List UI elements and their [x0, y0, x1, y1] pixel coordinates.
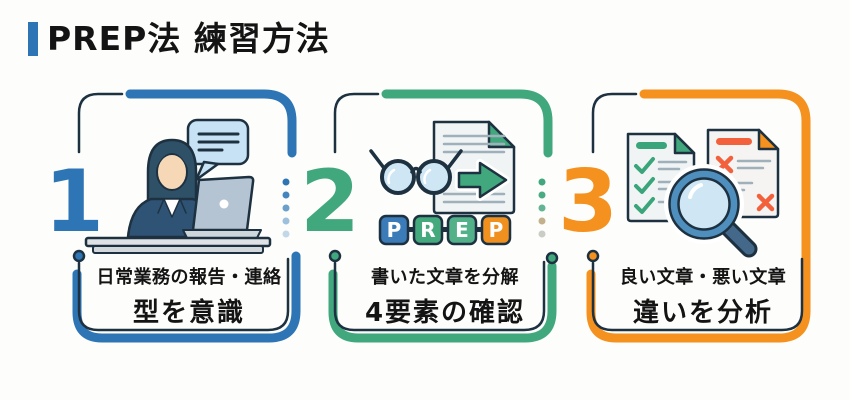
- documents-magnifier-illustration: [626, 128, 780, 258]
- dot: [282, 217, 290, 225]
- frame-top-stroke: [125, 89, 297, 158]
- dot: [282, 204, 290, 212]
- page-title: PREP法 練習方法: [47, 19, 330, 58]
- block-connector: [407, 227, 415, 232]
- progress-dots: [282, 178, 290, 238]
- step-number: 2: [300, 152, 360, 252]
- block-connector: [475, 227, 483, 232]
- step-caption-line1: 日常業務の報告・連絡: [96, 267, 282, 288]
- glasses-prep-illustration: P R E P: [369, 120, 516, 246]
- prep-block-p2: [480, 214, 512, 246]
- step-number: 1: [44, 152, 104, 252]
- step-card-2: P R E P 2 書いた文章を分解 4要素の確認: [300, 80, 560, 365]
- frame-corner-stroke: [77, 92, 124, 154]
- dot: [538, 230, 546, 238]
- dot: [538, 204, 546, 212]
- frame-node-circle: [586, 249, 600, 263]
- step-card-3: 3 良い文章・悪い文章 違いを分析: [558, 80, 818, 365]
- prep-letter-blocks: P R E P: [378, 214, 512, 246]
- frame-corner-stroke: [591, 92, 638, 154]
- frame-bottom-stroke: [328, 261, 557, 343]
- step-caption-line2: 違いを分析: [632, 298, 773, 328]
- dot: [538, 217, 546, 225]
- frame-node-circle: [328, 249, 342, 263]
- block-letter: R: [420, 218, 435, 242]
- step-caption: 良い文章・悪い文章 違いを分析: [594, 263, 812, 329]
- error-document-icon: [706, 128, 780, 219]
- step3-frame: [586, 89, 811, 343]
- prep-block-e: [446, 214, 478, 246]
- frame-outer-stroke: [586, 89, 811, 343]
- step1-frame: [72, 89, 301, 343]
- speech-bubble-icon: [186, 118, 250, 182]
- dot: [282, 191, 290, 199]
- frame-top-stroke: [381, 89, 553, 158]
- magnifier-icon: [664, 164, 758, 258]
- progress-dots: [538, 178, 546, 238]
- laptop-icon: [182, 175, 262, 239]
- woman-at-laptop-illustration: [84, 118, 272, 254]
- block-letter: E: [455, 218, 469, 242]
- frame-bottom-inner-stroke: [77, 257, 290, 332]
- block-connector: [441, 227, 449, 232]
- frame-bottom-stroke: [72, 251, 301, 343]
- step-caption-line2: 型を意識: [132, 298, 245, 328]
- step-number: 3: [558, 152, 618, 252]
- dot: [282, 178, 290, 186]
- frame-node-circle: [72, 249, 86, 263]
- step-caption: 書いた文章を分解 4要素の確認: [336, 263, 554, 329]
- frame-node-circle: [545, 251, 559, 265]
- prep-block-p1: [378, 214, 410, 246]
- dot: [538, 191, 546, 199]
- frame-bottom-inner-stroke: [333, 260, 546, 332]
- header: PREP法 練習方法: [28, 20, 330, 58]
- frame-corner-stroke: [333, 92, 380, 154]
- step-card-1: 1 日常業務の報告・連絡 型を意識: [44, 80, 304, 365]
- desk: [84, 236, 272, 254]
- step-caption: 日常業務の報告・連絡 型を意識: [80, 263, 298, 329]
- woman-avatar: [126, 138, 218, 239]
- prep-block-r: [412, 214, 444, 246]
- step2-frame: P R E P: [328, 89, 559, 343]
- title-accent-bar: [28, 22, 38, 56]
- dot: [538, 178, 546, 186]
- arrow-right-icon: [455, 159, 510, 201]
- frame-bottom-inner-stroke: [591, 257, 804, 332]
- step-caption-line2: 4要素の確認: [364, 298, 526, 328]
- block-letter: P: [489, 218, 504, 242]
- block-letter: P: [387, 218, 402, 242]
- dot: [282, 230, 290, 238]
- step-caption-line1: 良い文章・悪い文章: [619, 267, 787, 288]
- step-caption-line1: 書いた文章を分解: [371, 267, 519, 288]
- glasses-icon: [369, 149, 463, 195]
